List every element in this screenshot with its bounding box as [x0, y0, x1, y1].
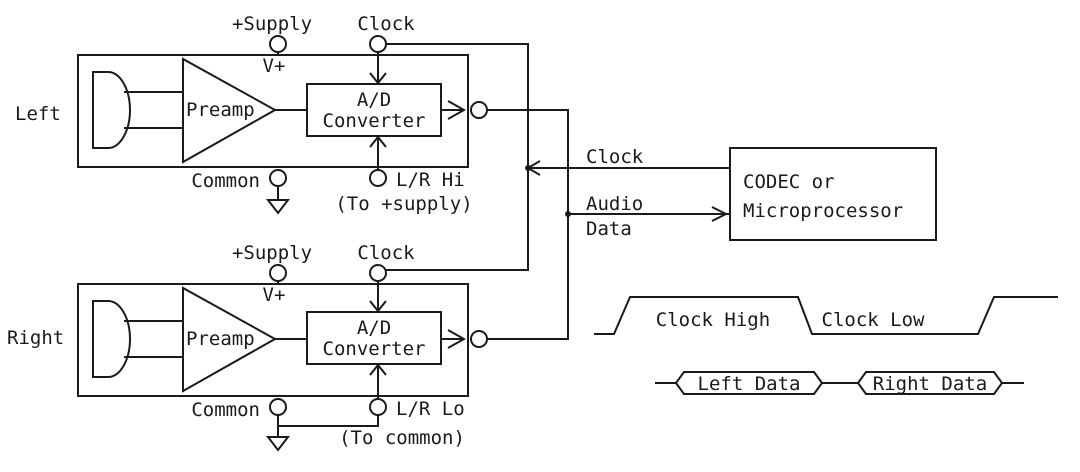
left-mic-module: Preamp A/D Converter +Supply V+ Clock L/…	[15, 13, 488, 215]
left-vplus-label: V+	[263, 55, 286, 77]
right-channel-label: Right	[7, 327, 64, 349]
right-lr-label: L/R Lo	[396, 398, 465, 420]
left-lr-note: (To +supply)	[335, 193, 472, 215]
bus-data-label: Data	[586, 218, 632, 240]
clock-bus-line	[386, 43, 529, 271]
left-adc-label-line2: Converter	[323, 110, 426, 132]
right-adc-label-line1: A/D	[357, 317, 391, 339]
data-junction-dot	[565, 211, 571, 217]
right-clock-arrow-icon	[369, 300, 387, 313]
data-bus-line	[487, 109, 569, 340]
left-data-label: Left Data	[698, 373, 801, 395]
bus-clock-label: Clock	[586, 146, 644, 168]
left-microphone-icon	[92, 71, 131, 149]
right-clock-label: Clock	[357, 242, 415, 264]
left-clock-pin	[369, 35, 387, 53]
codec-block: CODEC or Microprocessor	[729, 147, 937, 241]
left-clock-label: Clock	[357, 13, 415, 35]
left-lr-label: L/R Hi	[396, 169, 465, 191]
clock-low-label: Clock Low	[822, 309, 926, 331]
right-ground-icon	[265, 436, 291, 452]
right-lr-note: (To common)	[339, 427, 465, 449]
codec-label-line1: CODEC or	[743, 171, 835, 193]
left-adc-label-line1: A/D	[357, 89, 391, 111]
left-common-label: Common	[191, 170, 260, 192]
left-supply-pin	[269, 35, 287, 53]
right-lr-arrow-icon	[369, 363, 387, 376]
timing-diagram: Clock High Clock Low Left Data Right Dat…	[594, 296, 1058, 395]
data-bus-arrow-icon	[711, 206, 729, 222]
left-module-outline	[77, 54, 469, 168]
right-data-label: Right Data	[873, 373, 987, 395]
clock-high-label: Clock High	[656, 309, 770, 331]
bus-wiring: Clock Audio Data	[386, 43, 730, 340]
right-supply-label: +Supply	[232, 242, 312, 264]
right-vplus-label: V+	[263, 284, 286, 306]
clock-waveform	[594, 296, 1058, 335]
codec-box	[729, 147, 937, 241]
left-common-pin	[269, 169, 287, 187]
left-ground-icon	[265, 199, 291, 215]
right-module-outline	[77, 283, 469, 397]
right-adc-label-line2: Converter	[323, 338, 426, 360]
left-data-pin	[470, 101, 488, 119]
right-clock-pin	[369, 264, 387, 282]
codec-label-line2: Microprocessor	[743, 200, 903, 222]
left-preamp-triangle	[182, 57, 278, 164]
bus-audio-label: Audio	[586, 193, 643, 215]
right-supply-pin	[269, 264, 287, 282]
right-common-label: Common	[191, 399, 260, 421]
left-channel-label: Left	[15, 103, 61, 125]
right-preamp-label: Preamp	[186, 328, 255, 350]
right-preamp-triangle	[182, 286, 278, 393]
left-preamp-label: Preamp	[186, 99, 255, 121]
right-common-pin	[269, 398, 287, 416]
left-lr-pin	[369, 169, 387, 187]
clock-junction-dot	[525, 165, 531, 171]
left-supply-label: +Supply	[232, 13, 312, 35]
right-lr-pin	[369, 398, 387, 416]
left-clock-arrow-icon	[369, 72, 387, 85]
right-data-pin	[470, 330, 488, 348]
right-mic-module: Preamp A/D Converter +Supply V+ Clock L/…	[7, 242, 488, 452]
right-ground-wire	[277, 415, 379, 427]
left-lr-arrow-icon	[369, 135, 387, 148]
right-microphone-icon	[92, 300, 131, 378]
